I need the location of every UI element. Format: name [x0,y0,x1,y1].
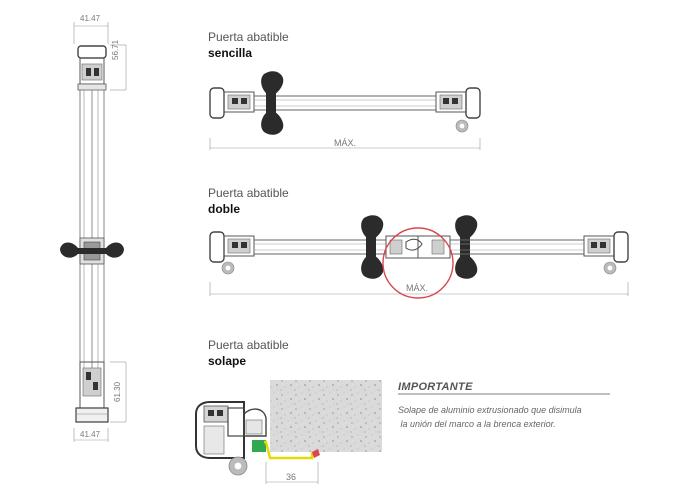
side-dim-top-height-label: 56.71 [111,40,120,60]
side-dim-bottom-height-label: 61.30 [113,382,122,402]
doble-handle-right [455,215,478,279]
solape-dim-bracket [265,462,319,484]
side-section-view [60,22,127,442]
side-dim-bottom-height-text: 61.30 [113,381,122,402]
sencilla-handle [261,71,284,135]
dim-bottom-height [110,361,127,423]
side-handle [60,237,124,265]
solape-dim-label: 36 [286,472,297,482]
solape-detail-view [195,380,382,484]
detail-highlight-circle [382,227,454,299]
doble-right-frame [583,231,629,275]
importante-text-line1: Solape de aluminio extrusionado que disi… [398,405,582,415]
doble-title-line2: doble [208,202,240,216]
dim-top-width [73,22,109,44]
plaster-wall-block [270,380,382,452]
doble-handle-left [361,215,384,279]
sencilla-dim-bracket [209,138,481,150]
sencilla-title-line2: sencilla [208,46,253,60]
sencilla-title-line1: Puerta abatible [208,30,289,44]
yellow-overlap-trim [264,440,314,460]
sencilla-left-frame [209,87,255,119]
importante-title: IMPORTANTE [398,381,473,393]
solape-frame-profile [195,401,267,476]
red-fixing [312,449,320,458]
doble-dim-bracket [209,282,629,296]
solape-title-line1: Puerta abatible [208,338,289,352]
green-seal [252,440,266,452]
vertical-frame-lines [79,90,105,372]
dim-bottom-width [73,428,109,442]
dim-top-height [110,44,127,91]
importante-text-line2: la unión del marco a la brenca exterior. [398,419,556,429]
sencilla-max-label: MÁX. [334,138,357,148]
doble-max-label: MÁX. [406,283,429,293]
side-dim-top-width-label: 41.47 [80,14,101,23]
top-frame-profile [77,45,107,91]
side-dim-top-height-text: 56.71 [111,39,120,60]
sencilla-plan-view [209,71,481,150]
solape-title-line2: solape [208,354,247,368]
doble-left-frame [209,231,255,275]
doble-plan-view [209,215,629,299]
doble-title-line1: Puerta abatible [208,186,289,200]
side-dim-bottom-width-label: 41.47 [80,430,101,439]
bottom-sill-profile [75,361,109,423]
doble-center-stiles [385,235,451,259]
sencilla-right-frame [435,87,481,133]
